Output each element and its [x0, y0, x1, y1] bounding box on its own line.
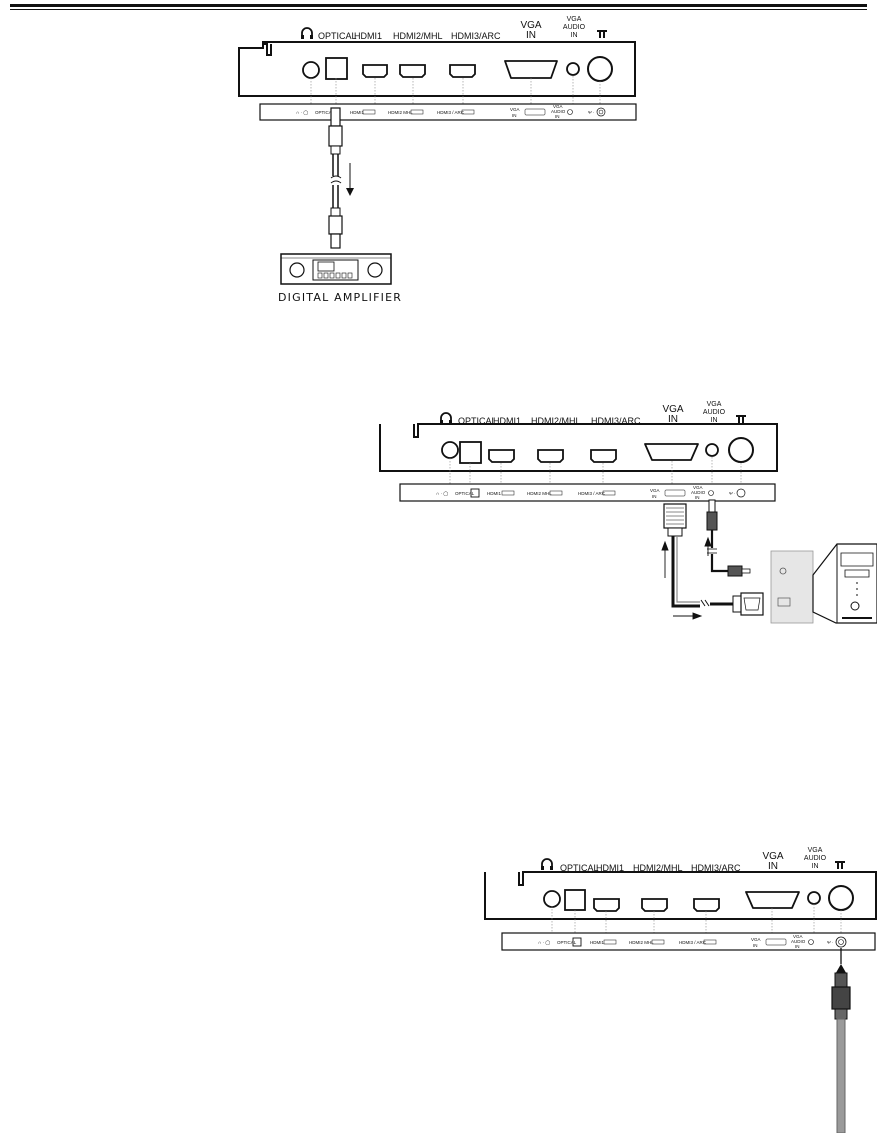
svg-text:∩ · ◯: ∩ · ◯	[296, 110, 308, 115]
tv-rear-panel	[238, 41, 636, 97]
headphone-icon	[440, 412, 452, 424]
antenna-icon	[597, 30, 607, 38]
signal-arrows	[661, 536, 712, 620]
diagram-optical-amplifier: OPTICAL HDMI1 HDMI2/MHL HDMI3/ARC VGA IN…	[238, 16, 637, 285]
signal-arrow	[346, 163, 354, 196]
hdmi1-port	[362, 64, 388, 78]
svg-text:HDMI2 MHL: HDMI2 MHL	[629, 940, 654, 945]
label-hdmi1: HDMI1	[493, 416, 521, 426]
svg-text:IN: IN	[695, 495, 700, 500]
header-rule-thin	[10, 9, 867, 10]
label-optical: OPTICAL	[458, 416, 497, 426]
pc-tower	[770, 543, 877, 624]
label-vga-audio-3: IN	[812, 863, 819, 870]
svg-text:HDMI3 / ARC: HDMI3 / ARC	[578, 491, 606, 496]
svg-text:IN: IN	[512, 113, 517, 118]
svg-text:VGA: VGA	[553, 104, 563, 109]
svg-text:AUDIO: AUDIO	[691, 490, 706, 495]
label-vga-2: IN	[526, 30, 536, 41]
digital-amplifier	[280, 253, 392, 285]
vga-cable	[663, 503, 764, 616]
hdmi2-port	[399, 64, 426, 78]
label-vga-audio-2: AUDIO	[703, 409, 726, 416]
coax-cable	[831, 948, 851, 1133]
label-hdmi1: HDMI1	[596, 863, 624, 873]
svg-text:HDMI3 / ARC: HDMI3 / ARC	[679, 940, 707, 945]
label-vga-2: IN	[668, 414, 678, 425]
svg-text:Ψ ·: Ψ ·	[827, 940, 834, 945]
optical-cable	[328, 107, 343, 249]
label-vga-1: VGA	[762, 851, 783, 862]
antenna-icon	[736, 415, 746, 423]
svg-text:HDMI1: HDMI1	[487, 491, 501, 496]
label-hdmi3: HDMI3/ARC	[451, 31, 501, 41]
label-hdmi1: HDMI1	[354, 31, 382, 41]
label-vga-audio-2: AUDIO	[804, 855, 827, 862]
label-optical: OPTICAL	[560, 863, 599, 873]
headphone-icon	[541, 858, 553, 870]
optical-port	[325, 57, 348, 80]
svg-text:∩ · ◯: ∩ · ◯	[436, 491, 448, 496]
label-optical: OPTICAL	[318, 31, 357, 41]
tv-rear-panel	[379, 423, 778, 472]
leader-lines	[551, 904, 842, 934]
svg-text:HDMI3 / ARC: HDMI3 / ARC	[437, 110, 465, 115]
svg-text:IN: IN	[795, 944, 800, 949]
label-hdmi2: HDMI2/MHL	[531, 416, 581, 426]
leader-lines	[310, 76, 601, 106]
vga-audio-jack	[566, 62, 580, 76]
headphone-icon	[301, 27, 313, 39]
label-vga-audio-3: IN	[571, 32, 578, 39]
label-vga-1: VGA	[662, 404, 683, 415]
svg-text:VGA: VGA	[510, 107, 520, 112]
antenna-icon	[835, 861, 845, 869]
label-vga-2: IN	[768, 861, 778, 872]
svg-text:HDMI1: HDMI1	[590, 940, 604, 945]
vga-port	[504, 60, 558, 79]
caption-digital-amplifier: DIGITAL AMPLIFIER	[278, 291, 403, 304]
audio-cable	[706, 499, 751, 577]
label-hdmi3: HDMI3/ARC	[691, 863, 741, 873]
diagram-vga-pc: OPTICAL HDMI1 HDMI2/MHL HDMI3/ARC VGA IN…	[379, 401, 877, 624]
tv-rear-panel	[484, 871, 877, 920]
label-strip: ∩ · ◯ OPTICAL HDMI1 HDMI2 MHL HDMI3 / AR…	[501, 932, 876, 951]
label-vga-audio-1: VGA	[707, 401, 722, 408]
svg-text:AUDIO: AUDIO	[551, 109, 566, 114]
leader-lines	[449, 457, 742, 484]
svg-text:VGA: VGA	[650, 488, 660, 493]
svg-text:AUDIO: AUDIO	[791, 939, 806, 944]
svg-text:OPTICAL: OPTICAL	[557, 940, 577, 945]
svg-text:HDMI2 MHL: HDMI2 MHL	[527, 491, 552, 496]
svg-text:Ψ ·: Ψ ·	[588, 110, 595, 115]
label-strip: ∩ · ◯ OPTICAL HDMI1 HDMI2 MHL HDMI3 / AR…	[259, 103, 637, 121]
svg-text:IN: IN	[555, 114, 560, 119]
svg-text:VGA: VGA	[751, 937, 761, 942]
svg-text:IN: IN	[753, 943, 758, 948]
label-vga-1: VGA	[520, 20, 541, 31]
label-vga-audio-1: VGA	[567, 16, 582, 23]
svg-text:IN: IN	[652, 494, 657, 499]
svg-text:Ψ ·: Ψ ·	[729, 491, 736, 496]
svg-text:∩ · ◯: ∩ · ◯	[538, 940, 550, 945]
label-hdmi2: HDMI2/MHL	[393, 31, 443, 41]
svg-text:OPTICAL: OPTICAL	[455, 491, 475, 496]
svg-text:HDMI1: HDMI1	[350, 110, 364, 115]
svg-text:HDMI2 MHL: HDMI2 MHL	[388, 110, 413, 115]
hdmi3-port	[449, 64, 476, 78]
label-vga-audio-1: VGA	[808, 847, 823, 854]
label-strip: ∩ · ◯ OPTICAL HDMI1 HDMI2 MHL HDMI3 / AR…	[399, 483, 776, 502]
svg-text:VGA: VGA	[693, 485, 703, 490]
label-vga-audio-3: IN	[711, 417, 718, 424]
svg-text:OPTICAL: OPTICAL	[315, 110, 335, 115]
header-rule-thick	[10, 4, 867, 7]
label-vga-audio-2: AUDIO	[563, 24, 586, 31]
svg-text:VGA: VGA	[793, 934, 803, 939]
label-hdmi3: HDMI3/ARC	[591, 416, 641, 426]
label-hdmi2: HDMI2/MHL	[633, 863, 683, 873]
